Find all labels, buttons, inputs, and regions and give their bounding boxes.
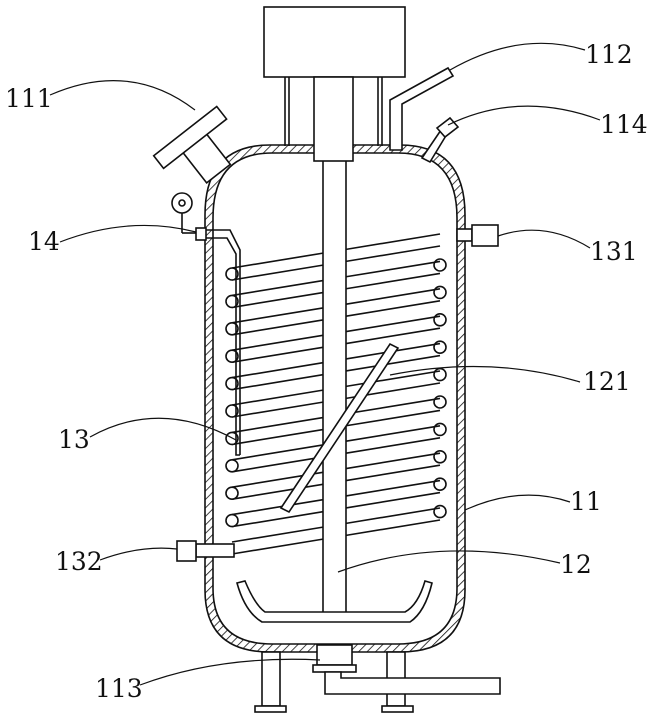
coil-section-right [434, 286, 446, 298]
coil-section-right [434, 478, 446, 490]
label-114: 114 [600, 110, 648, 139]
coil-tube [232, 308, 323, 323]
label-111: 111 [5, 84, 53, 113]
coil-tube [346, 301, 440, 316]
coil-tube [232, 390, 323, 405]
coil-tube [232, 335, 323, 350]
label-132: 132 [55, 547, 103, 576]
coil-tube [232, 375, 323, 390]
coil-tube [232, 265, 323, 280]
coil-tube [346, 246, 440, 261]
agitator-blade [281, 344, 398, 512]
coil-tube [232, 253, 323, 268]
coil-section-right [434, 314, 446, 326]
motor-box [264, 7, 405, 77]
coil-tube [232, 484, 323, 499]
label-113: 113 [95, 674, 143, 703]
coil-tube [346, 508, 440, 523]
coil-section-right [434, 259, 446, 271]
coil-tube [232, 512, 323, 527]
coil-tube [346, 438, 440, 453]
coil-tube [346, 289, 440, 304]
coil-tube [232, 418, 323, 433]
coil-tube [346, 356, 440, 371]
label-13: 13 [58, 425, 90, 454]
coil-tube [346, 273, 440, 288]
label-131: 131 [590, 237, 638, 266]
coil-tube [232, 281, 323, 296]
coupling [314, 77, 353, 161]
coil-section-right [434, 396, 446, 408]
coil-tube [346, 410, 440, 425]
coil-tube [232, 430, 323, 445]
coil-section-right [434, 341, 446, 353]
coil-tube [232, 539, 323, 554]
anchor-stirrer [237, 581, 432, 622]
label-12: 12 [560, 550, 592, 579]
coil-tube [346, 316, 440, 331]
coil-tube [346, 453, 440, 468]
coil-tube [232, 320, 323, 335]
label-121: 121 [583, 367, 631, 396]
stirring-shaft [323, 161, 346, 612]
coil-section-right [434, 369, 446, 381]
coil-tube [232, 293, 323, 308]
coil-tube [232, 402, 323, 417]
coil-section-left [226, 515, 238, 527]
coil-tube [346, 426, 440, 441]
coil-tube [346, 520, 440, 535]
label-11: 11 [570, 487, 602, 516]
heating-coil [226, 234, 446, 554]
coil-section-right [434, 423, 446, 435]
coil-tube [346, 493, 440, 508]
coil-tube [232, 363, 323, 378]
coil-tube [346, 371, 440, 386]
vessel-wall [205, 145, 465, 652]
coil-section-right [434, 451, 446, 463]
coil-tube [346, 465, 440, 480]
coil-section-left [226, 460, 238, 472]
coil-tube [346, 328, 440, 343]
coil-tube [232, 500, 323, 515]
coil-section-left [226, 487, 238, 499]
coil-tube [346, 481, 440, 496]
label-112: 112 [585, 40, 633, 69]
coil-tube [232, 527, 323, 542]
coil-section-right [434, 506, 446, 518]
label-14: 14 [28, 227, 60, 256]
coil-tube [346, 261, 440, 276]
coil-tube [346, 234, 440, 249]
coil-tube [232, 347, 323, 362]
coil-tube [232, 445, 323, 460]
